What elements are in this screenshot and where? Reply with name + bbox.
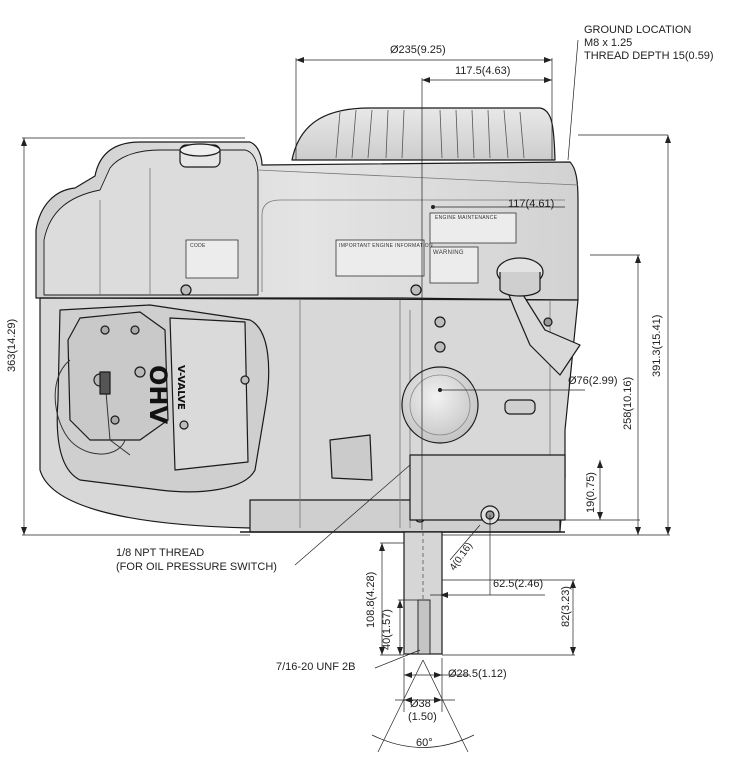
npt-thread-line1: 1/8 NPT THREAD xyxy=(116,547,205,559)
dim-19: 19(0.75) xyxy=(585,472,597,513)
blower-fins xyxy=(335,109,525,159)
dim-82: 82(3.23) xyxy=(560,586,572,627)
dim-235: Ø235(9.25) xyxy=(390,44,446,56)
unf-thread: 7/16-20 UNF 2B xyxy=(276,661,356,673)
dim-117-5: 117.5(4.63) xyxy=(455,65,511,77)
dim-76: Ø76(2.99) xyxy=(568,375,618,387)
warning-plate xyxy=(429,246,479,284)
dim-28-5: Ø28.5(1.12) xyxy=(448,668,507,680)
dim-40: 40(1.57) xyxy=(381,609,393,650)
oil-filter xyxy=(401,366,479,444)
ground-location-line2: M8 x 1.25 xyxy=(584,37,633,49)
npt-thread-line2: (FOR OIL PRESSURE SWITCH) xyxy=(116,561,277,573)
engine-info-plate xyxy=(335,239,425,277)
dim-62-5: 62.5(2.46) xyxy=(493,578,544,590)
warning-plate-label: WARNING xyxy=(433,250,464,256)
dim-391-3: 391.3(15.41) xyxy=(651,314,663,377)
info-plates xyxy=(185,212,517,284)
code-plate xyxy=(185,239,239,279)
maintenance-plate-label: ENGINE MAINTENANCE xyxy=(435,215,498,221)
engine-body xyxy=(35,107,581,533)
ground-location-line3: THREAD DEPTH 15(0.59) xyxy=(584,50,714,62)
dim-117: 117(4.61) xyxy=(508,198,555,210)
engine-info-plate-label: IMPORTANT ENGINE INFORMATION xyxy=(339,243,433,249)
ohv-logo: OHV xyxy=(144,365,172,425)
maintenance-plate xyxy=(429,212,517,244)
crankshaft xyxy=(403,531,443,655)
blower-housing xyxy=(291,107,556,161)
dim-363: 363(14.29) xyxy=(6,318,18,372)
dim-108-8: 108.8(4.28) xyxy=(365,571,377,628)
dimension-lines xyxy=(22,39,670,753)
wiring-harness xyxy=(54,359,126,455)
ground-location-line1: GROUND LOCATION xyxy=(584,24,692,36)
code-plate-label: CODE xyxy=(190,243,206,249)
dim-38-in: (1.50) xyxy=(408,711,437,723)
dim-38: Ø38 xyxy=(410,698,431,710)
carburetor xyxy=(67,311,169,441)
dipstick-tube xyxy=(504,284,581,376)
arrowheads xyxy=(21,57,671,703)
dim-258: 258(10.16) xyxy=(622,376,634,430)
vvalve-logo: V-VALVE xyxy=(175,365,186,410)
dim-angle: 60° xyxy=(416,737,433,749)
